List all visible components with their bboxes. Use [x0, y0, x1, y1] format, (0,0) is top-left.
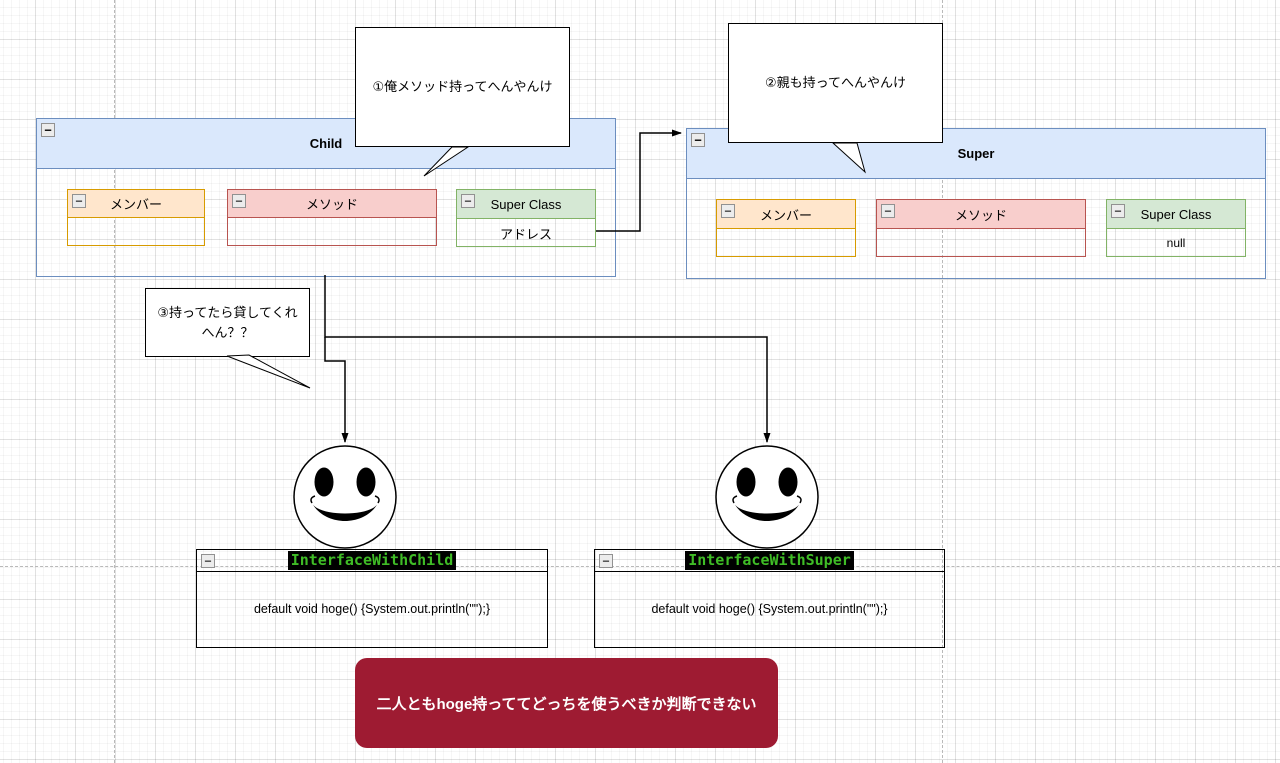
super-superclass-label: Super Class [1140, 206, 1212, 222]
collapse-icon[interactable]: − [721, 204, 735, 218]
conclusion-note[interactable]: 二人ともhoge持っててどっちを使うべきか判断できない [355, 658, 778, 748]
class-box-super[interactable]: − Super − メンバー − メソッド − Super Class null [686, 128, 1266, 279]
collapse-icon[interactable]: − [461, 194, 475, 208]
child-member-value [68, 218, 204, 246]
child-member-box[interactable]: − メンバー [67, 189, 205, 246]
smiley-face-super[interactable] [715, 445, 819, 549]
collapse-icon[interactable]: − [41, 123, 55, 137]
class-title-child: Child [309, 136, 343, 151]
child-superclass-box[interactable]: − Super Class アドレス [456, 189, 596, 247]
interface-super-title: InterfaceWithSuper [685, 551, 854, 570]
speech-bubble-3-tail [226, 354, 311, 389]
super-member-label: メンバー [759, 207, 812, 223]
child-method-value [228, 218, 436, 246]
speech-bubble-1-text: ①俺メソッド持ってへんやんけ [372, 79, 553, 95]
page-boundary-vertical-right [942, 0, 943, 763]
collapse-icon[interactable]: − [881, 204, 895, 218]
conclusion-note-text: 二人ともhoge持っててどっちを使うべきか判断できない [376, 695, 757, 713]
arrow-child-to-super-smiley[interactable] [324, 275, 771, 443]
collapse-icon[interactable]: − [72, 194, 86, 208]
super-superclass-value: null [1166, 236, 1186, 250]
class-title-super: Super [957, 146, 995, 161]
interface-child-title: InterfaceWithChild [287, 551, 457, 570]
collapse-icon[interactable]: − [1111, 204, 1125, 218]
super-member-value [717, 229, 855, 257]
child-superclass-value: アドレス [499, 226, 552, 242]
speech-bubble-1[interactable]: ①俺メソッド持ってへんやんけ [355, 27, 570, 147]
super-method-box[interactable]: − メソッド [876, 199, 1086, 257]
collapse-icon[interactable]: − [232, 194, 246, 208]
collapse-icon[interactable]: − [599, 554, 613, 568]
collapse-icon[interactable]: − [201, 554, 215, 568]
super-method-label: メソッド [954, 207, 1007, 223]
interface-box-child[interactable]: − InterfaceWithChild default void hoge()… [196, 549, 548, 648]
page-boundary-vertical-left [114, 0, 115, 763]
speech-bubble-2-text: ②親も持ってへんやんけ [764, 75, 906, 91]
interface-super-body: default void hoge() {System.out.println(… [651, 602, 888, 616]
speech-bubble-3-text: ③持ってたら貸してくれへん？？ [157, 305, 298, 340]
speech-bubble-2[interactable]: ②親も持ってへんやんけ [728, 23, 943, 143]
child-method-label: メソッド [305, 197, 358, 212]
interface-box-super[interactable]: − InterfaceWithSuper default void hoge()… [594, 549, 945, 648]
child-member-label: メンバー [109, 197, 162, 212]
smiley-face-child[interactable] [293, 445, 397, 549]
child-method-box[interactable]: − メソッド [227, 189, 437, 246]
super-member-box[interactable]: − メンバー [716, 199, 856, 257]
child-superclass-label: Super Class [490, 196, 562, 212]
interface-child-body: default void hoge() {System.out.println(… [253, 602, 491, 616]
collapse-icon[interactable]: − [691, 133, 705, 147]
page-boundary-horizontal [0, 566, 1280, 567]
super-superclass-box[interactable]: − Super Class null [1106, 199, 1246, 257]
arrow-child-to-child-smiley[interactable] [324, 337, 349, 443]
super-method-value [877, 229, 1085, 257]
speech-bubble-3[interactable]: ③持ってたら貸してくれへん？？ [145, 288, 310, 357]
